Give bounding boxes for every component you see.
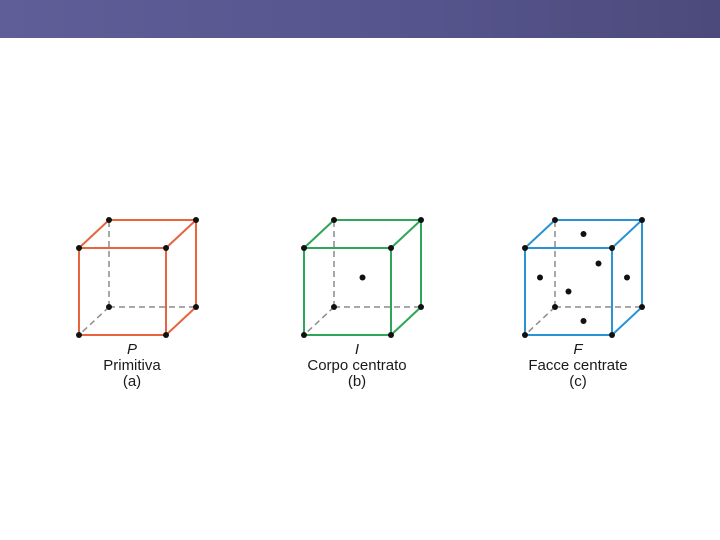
lattice-point <box>595 260 602 267</box>
lattice-tag: (a) <box>122 373 142 390</box>
cube-edge <box>165 219 197 249</box>
lattice-point <box>624 274 630 281</box>
lattice-point <box>76 332 82 338</box>
hidden-edge <box>524 306 556 336</box>
lattice-point <box>76 245 82 251</box>
lattice-point <box>580 318 587 324</box>
caption-face-centered: F Facce centrate (c) <box>503 342 653 390</box>
lattice-symbol: I <box>354 341 360 358</box>
cell-primitive: P Primitiva (a) <box>57 210 207 410</box>
lattice-point <box>609 332 615 338</box>
cube-edge <box>303 219 335 249</box>
hidden-edge <box>78 306 110 336</box>
lattice-point <box>301 332 307 338</box>
lattice-point <box>331 304 337 310</box>
lattice-point <box>418 217 424 223</box>
lattice-point <box>163 245 169 251</box>
lattice-name: Facce centrate <box>528 357 628 374</box>
cube-body-centered-drawing <box>301 217 424 338</box>
cube-primitive-drawing <box>76 217 199 338</box>
cube-edge <box>611 219 643 249</box>
lattice-point <box>106 217 112 223</box>
lattice-point <box>388 245 394 251</box>
cube-face-centered-drawing <box>522 217 645 338</box>
cube-edge <box>390 219 422 249</box>
cube-edge <box>390 306 422 336</box>
lattice-point <box>537 274 543 281</box>
lattice-point <box>522 245 528 251</box>
lattice-point <box>388 332 394 338</box>
lattice-symbol: F <box>573 341 583 358</box>
hidden-edge <box>303 306 335 336</box>
lattice-point <box>359 274 366 281</box>
lattice-point <box>331 217 337 223</box>
lattice-name: Primitiva <box>103 357 161 374</box>
lattice-point <box>552 304 558 310</box>
lattice-tag: (b) <box>347 373 367 390</box>
cube-edge <box>524 219 556 249</box>
caption-body-centered: I Corpo centrato (b) <box>282 342 432 390</box>
lattice-point <box>565 288 572 295</box>
lattice-tag: (c) <box>569 373 587 390</box>
lattice-point <box>522 332 528 338</box>
cube-edge <box>611 306 643 336</box>
caption-primitive: P Primitiva (a) <box>57 342 207 390</box>
lattice-point <box>163 332 169 338</box>
cell-face-centered: F Facce centrate (c) <box>503 210 653 410</box>
lattice-name: Corpo centrato <box>307 357 407 374</box>
cube-edge <box>165 306 197 336</box>
cube-edge <box>78 219 110 249</box>
lattice-point <box>193 217 199 223</box>
lattice-point <box>639 304 645 310</box>
lattice-point <box>418 304 424 310</box>
lattice-point <box>580 231 587 237</box>
header-bar <box>0 0 720 38</box>
lattice-symbol: P <box>126 341 137 358</box>
lattice-point <box>609 245 615 251</box>
lattice-point <box>301 245 307 251</box>
lattice-point <box>639 217 645 223</box>
lattice-point <box>106 304 112 310</box>
lattice-point <box>552 217 558 223</box>
cell-body-centered: I Corpo centrato (b) <box>282 210 432 410</box>
lattice-point <box>193 304 199 310</box>
